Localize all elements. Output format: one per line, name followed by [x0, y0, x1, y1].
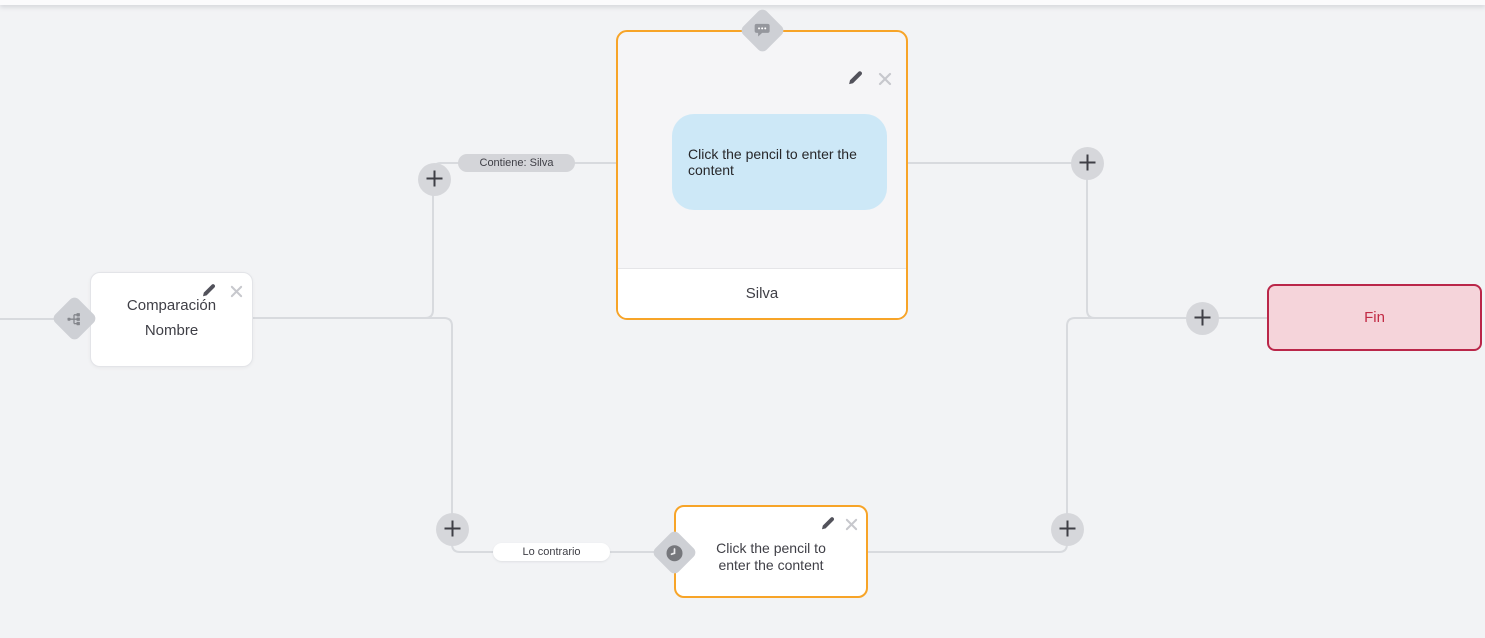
- add-node-button-after-message[interactable]: [1071, 147, 1104, 180]
- message-type-badge: [739, 7, 786, 54]
- message-branch-name: Silva: [618, 268, 906, 318]
- clock-icon: [666, 544, 684, 562]
- pencil-icon: [820, 516, 835, 534]
- otherwise-content-placeholder: Click the pencil to enter the content: [716, 539, 826, 573]
- close-icon: [230, 285, 243, 301]
- edge-comparison-to-otherwise: [253, 317, 676, 553]
- end-label: Fin: [1364, 309, 1385, 326]
- delete-otherwise-button[interactable]: [843, 518, 859, 534]
- pencil-icon: [847, 70, 863, 89]
- plus-icon: [1193, 308, 1212, 330]
- plus-icon: [1058, 519, 1077, 541]
- node-end[interactable]: Fin: [1267, 284, 1482, 351]
- plus-icon: [425, 169, 444, 191]
- close-icon: [878, 72, 892, 89]
- node-message-silva[interactable]: Click the pencil to enter the content Si…: [616, 7, 908, 320]
- node-comparison[interactable]: Comparación Nombre: [51, 272, 253, 367]
- add-node-button-bottom-branch[interactable]: [436, 513, 469, 546]
- comparison-type-badge: [51, 295, 98, 342]
- edge-otherwise-to-end: [868, 317, 1267, 553]
- sitemap-icon: [67, 311, 83, 327]
- plus-icon: [443, 519, 462, 541]
- add-node-button-top-branch[interactable]: [418, 163, 451, 196]
- close-icon: [845, 518, 858, 534]
- otherwise-type-badge: [651, 529, 698, 576]
- edge-label-otherwise[interactable]: Lo contrario: [493, 543, 610, 561]
- toolbar-bottom-edge: [0, 0, 1485, 5]
- pencil-icon: [201, 283, 216, 301]
- edit-otherwise-button[interactable]: [819, 517, 835, 533]
- message-content-placeholder: Click the pencil to enter the content: [672, 114, 887, 210]
- delete-message-button[interactable]: [877, 72, 893, 88]
- add-node-button-before-end[interactable]: [1186, 302, 1219, 335]
- edge-message-to-end: [908, 162, 1267, 319]
- delete-comparison-button[interactable]: [228, 285, 244, 301]
- edit-message-button[interactable]: [847, 70, 863, 89]
- edge-label-contains[interactable]: Contiene: Silva: [458, 154, 575, 172]
- edit-comparison-button[interactable]: [200, 284, 216, 300]
- add-node-button-after-otherwise[interactable]: [1051, 513, 1084, 546]
- node-otherwise[interactable]: Click the pencil to enter the content: [651, 505, 868, 598]
- chat-bubble-icon: [754, 23, 771, 39]
- plus-icon: [1078, 153, 1097, 175]
- comparison-title: Comparación: [126, 297, 217, 314]
- comparison-subtitle: Nombre: [144, 322, 199, 339]
